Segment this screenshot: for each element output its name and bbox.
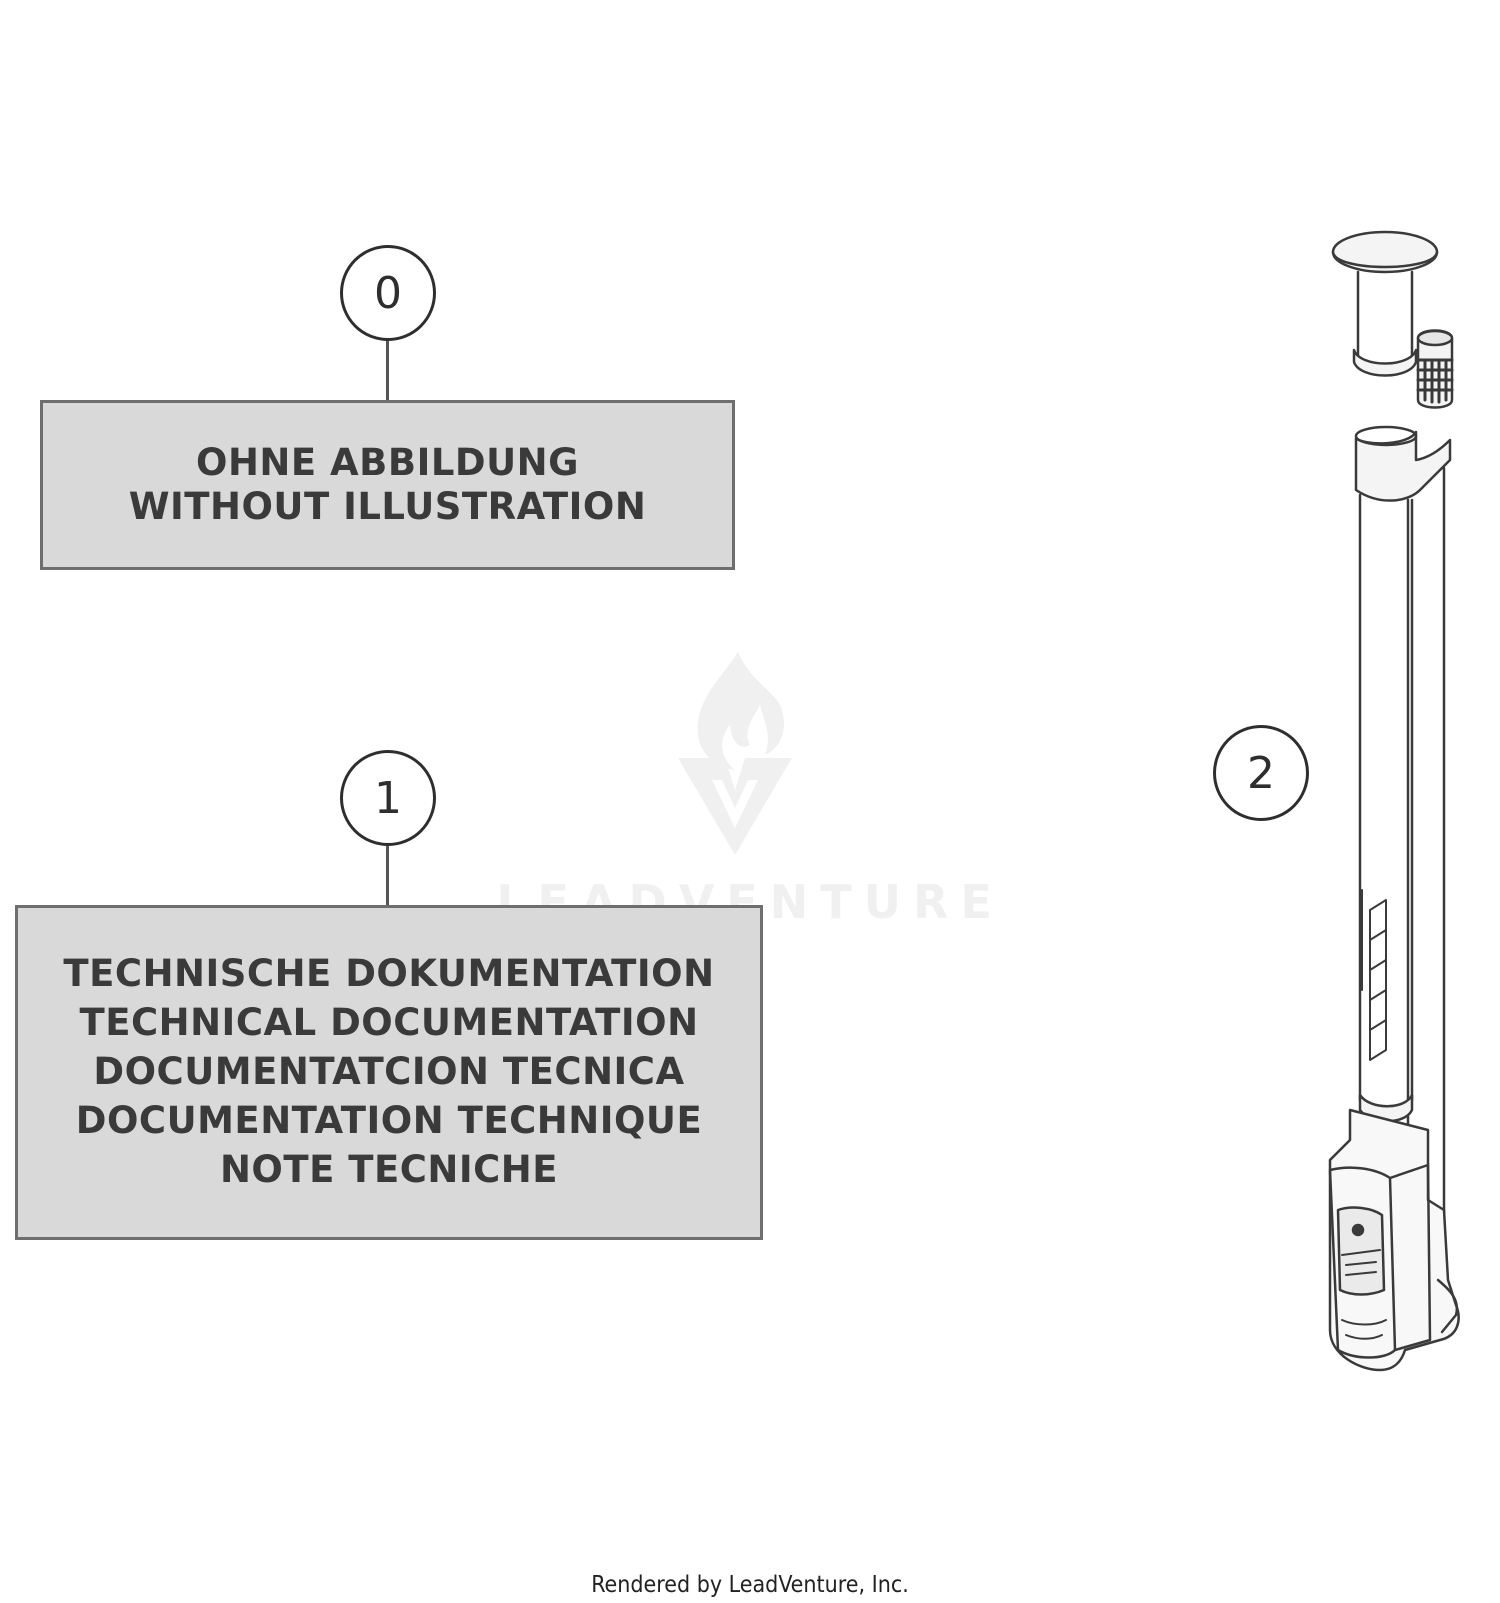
- barrel-decal: [1361, 889, 1387, 1061]
- collar-top: [1354, 425, 1418, 447]
- box1-line-italian: NOTE TECNICHE: [219, 1147, 559, 1191]
- handle-tube: [1356, 270, 1414, 357]
- technical-documentation-box: TECHNISCHE DOKUMENTATION TECHNICAL DOCUM…: [15, 905, 763, 1240]
- callout-1[interactable]: 1: [340, 750, 436, 846]
- callout-2-label: 2: [1247, 747, 1275, 799]
- main-barrel: [1358, 493, 1414, 1102]
- callout-2[interactable]: 2: [1213, 725, 1309, 821]
- base-foot: [1436, 1278, 1459, 1334]
- flame-v-logo-icon: [678, 652, 792, 855]
- box0-line-english: WITHOUT ILLUSTRATION: [128, 485, 647, 528]
- callout-1-label: 1: [374, 772, 402, 824]
- collar-clamp: [1354, 430, 1452, 502]
- base-button-icon: [1351, 1223, 1365, 1237]
- callout-0[interactable]: 0: [340, 245, 436, 341]
- leader-line-0: [386, 341, 389, 401]
- box1-line-french: DOCUMENTATION TECHNIQUE: [75, 1098, 703, 1142]
- handle-ring-top: [1352, 348, 1418, 377]
- pump-gauge-part-drawing[interactable]: [1320, 210, 1500, 1420]
- leader-line-1: [386, 846, 389, 906]
- box1-line-spanish: DOCUMENTATCION TECNICA: [93, 1050, 685, 1094]
- box1-line-german: TECHNISCHE DOKUMENTATION: [63, 952, 715, 996]
- handle-cap-rim: [1331, 250, 1439, 269]
- base-side-panel: [1388, 1163, 1432, 1352]
- box1-line-english: TECHNICAL DOCUMENTATION: [79, 1001, 699, 1045]
- side-rod: [1406, 466, 1446, 1242]
- callout-0-label: 0: [374, 267, 402, 319]
- no-illustration-box: OHNE ABBILDUNG WITHOUT ILLUSTRATION: [40, 400, 735, 570]
- base-lower-detail: [1341, 1319, 1387, 1340]
- valve-knurl: [1416, 358, 1454, 404]
- box0-line-german: OHNE ABBILDUNG: [195, 440, 580, 484]
- valve-top: [1416, 329, 1454, 347]
- rendered-by-footer: Rendered by LeadVenture, Inc.: [591, 1572, 909, 1598]
- base-screen-detail: [1341, 1249, 1381, 1276]
